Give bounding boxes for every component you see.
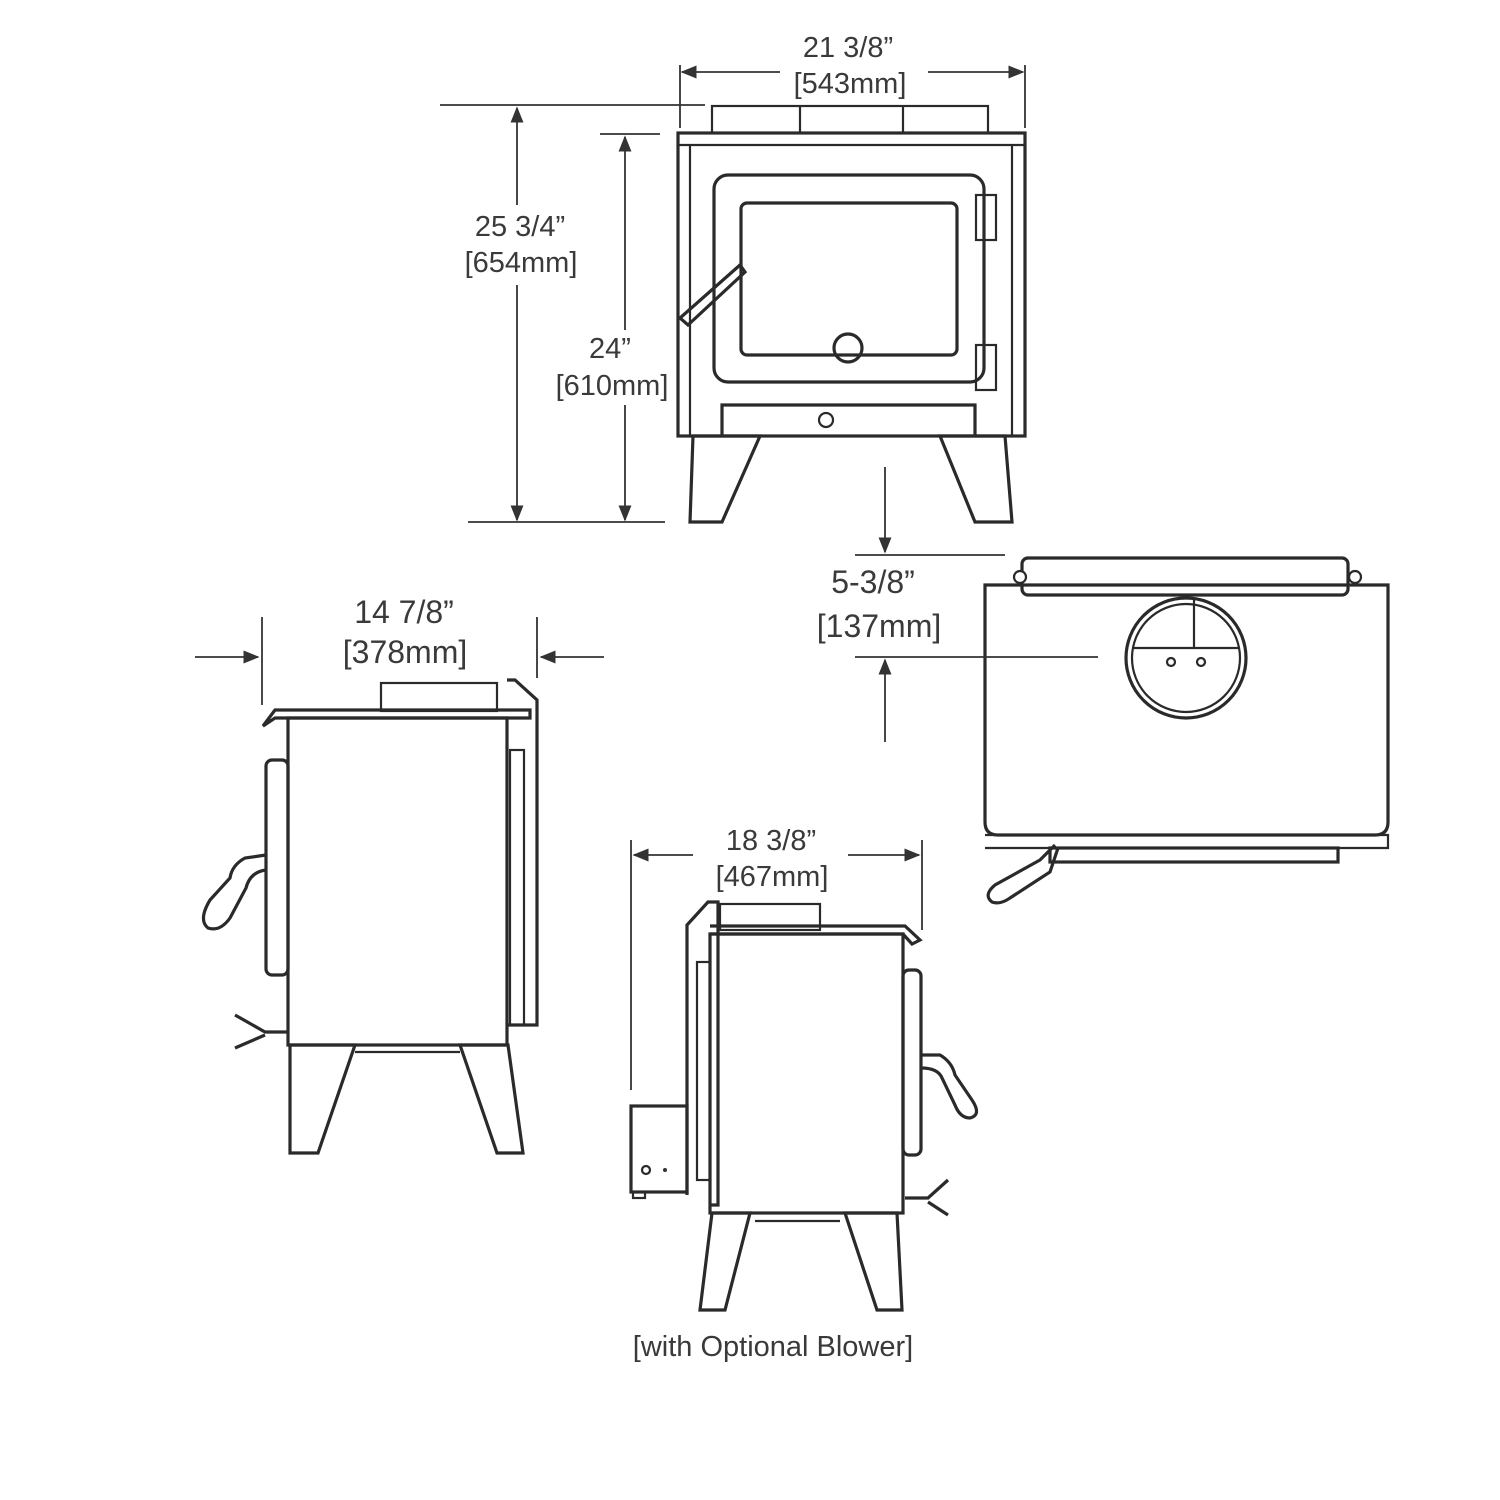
logo-emblem [832,332,864,364]
overall-height-dimension: 25 3/4” [654mm] [440,104,705,523]
door-glass [739,201,959,357]
flue-collar [1124,596,1248,720]
flue-height-imperial: 24” [589,333,631,365]
flue-height-metric: [610mm] [556,370,669,402]
side-back-shield [507,678,539,1027]
blower-view-top-plate [718,902,822,932]
side-depth-imperial: 14 7/8” [354,594,454,630]
side-body [286,716,509,1047]
flue-offset-dimension: 5-3/8” [137mm] [817,467,1098,742]
front-view [676,104,1027,524]
side-top-plate [379,681,499,713]
top-heat-shield [1020,556,1350,597]
blower-depth-imperial: 18 3/8” [726,825,816,857]
blower-depth-metric: [467mm] [716,861,829,893]
side-air-control [234,1013,288,1050]
blower-view-air-control [905,1178,950,1217]
side-depth-dimension: 14 7/8” [378mm] [195,594,604,705]
top-door-handle [986,843,1060,905]
side-handle [201,853,267,931]
blower-view-back-leg [698,1211,753,1312]
overall-height-imperial: 25 3/4” [475,211,565,243]
blower-view-door [901,968,923,1157]
top-view [983,556,1390,905]
ash-lip-top [1048,846,1340,864]
blower-side-view [629,900,979,1312]
top-plate [710,104,990,135]
front-left-leg [688,434,763,524]
side-view [201,678,539,1155]
door [712,173,986,384]
top-surface [983,583,1390,837]
ash-lip [720,403,977,436]
front-right-leg [937,434,1014,524]
front-width-imperial: 21 3/8” [803,32,893,64]
flue-height-dimension: 24” [610mm] [556,133,669,522]
blower-view-body [708,932,905,1215]
blower-view-front-leg [842,1211,904,1312]
overall-height-metric: [654mm] [465,247,578,279]
flue-offset-metric: [137mm] [817,608,941,644]
blower-view-back-shield [685,900,720,1207]
side-depth-metric: [378mm] [343,634,467,670]
stove-body [676,131,1027,438]
blower-depth-dimension: 18 3/8” [467mm] [630,825,923,1090]
front-width-dimension: 21 3/8” [543mm] [679,32,1026,128]
side-door [264,758,290,977]
blower-view-caption: [with Optional Blower] [633,1331,913,1363]
optional-blower [629,1104,689,1194]
side-front-leg [288,1043,358,1155]
front-width-metric: [543mm] [794,68,907,100]
blower-view-handle [920,1053,979,1120]
door-handle [677,262,748,328]
flue-offset-imperial: 5-3/8” [831,564,915,600]
side-back-leg [457,1043,525,1155]
